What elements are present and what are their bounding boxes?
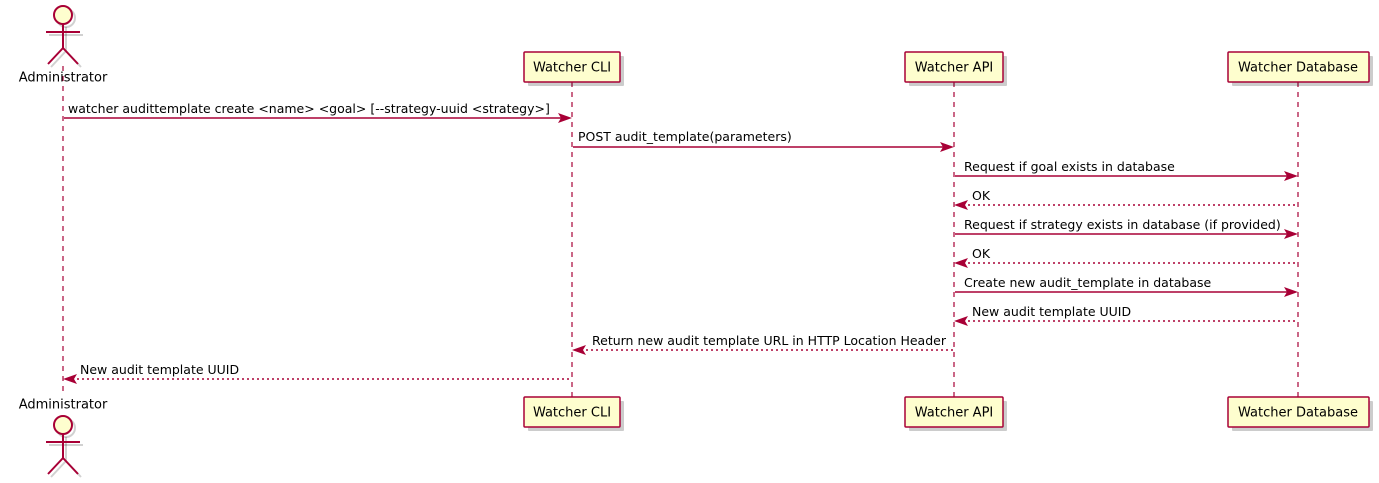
- message-label: Create new audit_template in database: [964, 275, 1211, 290]
- message-label: POST audit_template(parameters): [578, 129, 792, 144]
- message-label: Request if strategy exists in database (…: [964, 217, 1281, 232]
- actor-head-icon: [53, 5, 73, 25]
- message-2-post-audit-template[interactable]: POST audit_template(parameters): [573, 129, 954, 152]
- message-4-ok[interactable]: OK: [954, 188, 1297, 210]
- message-label: OK: [972, 188, 991, 203]
- arrowhead-left-icon: [63, 374, 77, 384]
- actor-label-administrator-top: Administrator: [19, 71, 108, 86]
- participant-box[interactable]: [523, 51, 621, 83]
- message-label: Request if goal exists in database: [964, 159, 1175, 174]
- participant-box[interactable]: [904, 51, 1004, 83]
- message-label: OK: [972, 246, 991, 261]
- message-label: Return new audit template URL in HTTP Lo…: [592, 333, 947, 348]
- actor-leg-right: [62, 457, 79, 475]
- participant-watcher-api-top[interactable]: Watcher API: [904, 51, 1007, 86]
- actor-administrator-top[interactable]: Administrator: [19, 5, 108, 86]
- message-3-request-goal-exists[interactable]: Request if goal exists in database: [955, 159, 1298, 181]
- arrowhead-right-icon: [1284, 229, 1298, 239]
- actor-leg-left: [47, 47, 64, 65]
- participant-label-watcher-cli-top: Watcher CLI: [533, 61, 611, 76]
- actor-label-administrator-bottom: Administrator: [19, 398, 108, 413]
- participant-label-watcher-api-bottom: Watcher API: [915, 406, 994, 421]
- participant-watcher-database-bottom[interactable]: Watcher Database: [1227, 396, 1373, 431]
- actor-administrator-bottom[interactable]: Administrator: [19, 398, 108, 478]
- participant-label-watcher-database-top: Watcher Database: [1238, 61, 1358, 76]
- participant-box[interactable]: [1227, 396, 1370, 428]
- participant-box[interactable]: [523, 396, 621, 428]
- message-10-new-audit-template-uuid[interactable]: New audit template UUID: [63, 362, 571, 384]
- message-8-new-audit-template-uuid[interactable]: New audit template UUID: [954, 304, 1297, 326]
- arrowhead-right-icon: [940, 142, 954, 152]
- message-1-watcher-audittemplate-create[interactable]: watcher audittemplate create <name> <goa…: [64, 101, 572, 123]
- participant-box[interactable]: [904, 396, 1004, 428]
- participant-watcher-database-top[interactable]: Watcher Database: [1227, 51, 1373, 86]
- actor-leg-right: [62, 47, 79, 65]
- arrowhead-left-icon: [954, 316, 968, 326]
- message-9-return-location-header[interactable]: Return new audit template URL in HTTP Lo…: [572, 333, 953, 355]
- participant-box[interactable]: [1227, 51, 1370, 83]
- arrowhead-right-icon: [1284, 287, 1298, 297]
- actor-leg-left: [47, 457, 64, 475]
- arrowhead-left-icon: [572, 345, 586, 355]
- message-label: watcher audittemplate create <name> <goa…: [68, 101, 550, 116]
- lifelines-group: [62, 66, 1299, 397]
- participant-watcher-cli-top[interactable]: Watcher CLI: [523, 51, 624, 86]
- message-label: New audit template UUID: [972, 304, 1131, 319]
- arrowhead-left-icon: [954, 200, 968, 210]
- message-7-create-new-audit-template[interactable]: Create new audit_template in database: [955, 275, 1298, 297]
- arrowhead-left-icon: [954, 258, 968, 268]
- participant-label-watcher-database-bottom: Watcher Database: [1238, 406, 1358, 421]
- message-6-ok[interactable]: OK: [954, 246, 1297, 268]
- participant-watcher-cli-bottom[interactable]: Watcher CLI: [523, 396, 624, 431]
- message-5-request-strategy-exists[interactable]: Request if strategy exists in database (…: [955, 217, 1298, 239]
- participant-label-watcher-api-top: Watcher API: [915, 61, 994, 76]
- actor-head-icon: [53, 415, 73, 435]
- arrowhead-right-icon: [558, 113, 572, 123]
- participant-watcher-api-bottom[interactable]: Watcher API: [904, 396, 1007, 431]
- participant-label-watcher-cli-bottom: Watcher CLI: [533, 406, 611, 421]
- message-label: New audit template UUID: [80, 362, 239, 377]
- arrowhead-right-icon: [1284, 171, 1298, 181]
